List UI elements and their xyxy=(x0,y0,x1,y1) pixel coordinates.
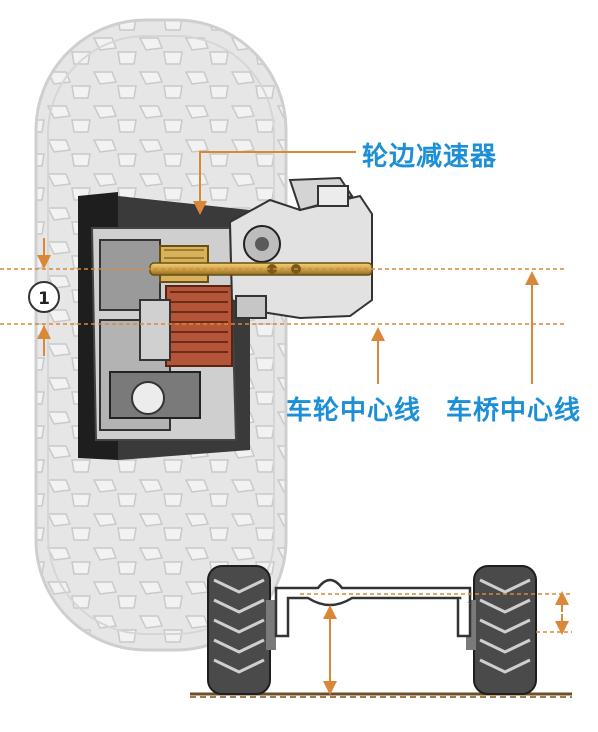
hub-reducer-callout-arrow xyxy=(193,151,356,215)
portal-axle-beam xyxy=(274,578,472,638)
left-wheel xyxy=(207,565,276,695)
wheel-centerline-label: 车轮中心线 xyxy=(286,396,422,426)
right-wheel xyxy=(466,565,537,695)
front-view-axle-diagram xyxy=(190,565,572,698)
axle-housing xyxy=(228,176,373,320)
offset-marker: 1 xyxy=(28,238,60,356)
offset-marker-number: 1 xyxy=(38,289,50,309)
axle-centerline-label: 车桥中心线 xyxy=(446,396,582,426)
reduction-gear-lower xyxy=(165,285,233,367)
hub-reducer-label: 轮边减速器 xyxy=(362,142,498,172)
wheel-hub-cutaway xyxy=(78,192,250,460)
